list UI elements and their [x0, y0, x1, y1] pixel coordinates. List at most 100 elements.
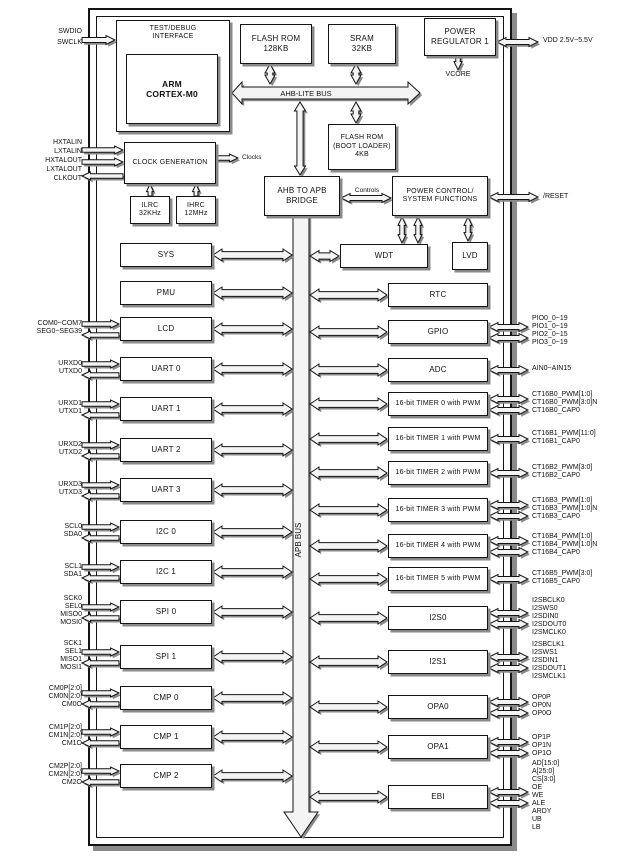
pin-label: SCK1 — [63, 640, 82, 647]
pin-label: URXD2 — [58, 441, 82, 448]
clocks-label: Clocks — [242, 154, 262, 161]
pin-arrow-16-bit-timer-1-with-pwm — [487, 433, 531, 446]
sram-ahb-connector — [350, 62, 364, 87]
peripheral-box-spi-1-label: SPI 1 — [155, 652, 177, 662]
pin-label: CT16B1_PWM[11:0] — [532, 430, 596, 437]
swd-pin-labels: SWDIO SWCLK — [2, 26, 82, 48]
ahb-apb-bridge-label: AHB TO APB BRIDGE — [277, 186, 327, 205]
pin-label: CM2O — [61, 779, 82, 786]
pin-label: UTXD0 — [59, 368, 82, 375]
pin-label: MOSI0 — [60, 619, 82, 626]
peripheral-box-16-bit-timer-4-with-pwm: 16-bit TIMER 4 with PWM — [388, 534, 488, 558]
peripheral-box-16-bit-timer-5-with-pwm-label: 16-bit TIMER 5 with PWM — [395, 574, 481, 582]
peripheral-box-16-bit-timer-3-with-pwm-label: 16-bit TIMER 3 with PWM — [395, 505, 481, 513]
clock-pin-labels: HXTALIN LXTALIN HXTALOUT LXTALOUT CLKOUT — [2, 138, 82, 183]
apb-connector-uart-0 — [212, 362, 295, 378]
apb-connector-16-bit-timer-4-with-pwm — [309, 539, 390, 555]
peripheral-box-rtc-label: RTC — [429, 290, 447, 300]
peripheral-box-cmp-1: CMP 1 — [120, 725, 212, 749]
xtal-pin-arrow-1 — [81, 145, 126, 157]
pin-label: MOSI1 — [60, 664, 82, 671]
pin-label: LB — [532, 824, 541, 831]
peripheral-box-16-bit-timer-1-with-pwm-label: 16-bit TIMER 1 with PWM — [395, 434, 481, 442]
adc-pin-labels: AIN0~AIN15 — [532, 365, 625, 373]
pin-label: I2SDOUT0 — [532, 621, 567, 628]
pin-arrow-in-cmp-1 — [81, 727, 122, 739]
peripheral-box-adc-label: ADC — [429, 365, 447, 375]
peripheral-box-ebi-label: EBI — [431, 792, 445, 802]
pin-arrow-in-spi-0 — [81, 602, 122, 614]
pin-label: SDA1 — [63, 571, 82, 578]
apb-connector-uart-2 — [212, 443, 295, 459]
pin-arrow-1-opa0 — [487, 696, 531, 709]
swd-pin-arrow — [81, 34, 118, 47]
vdd-pin-arrow — [495, 36, 541, 49]
pin-arrow-2-16-bit-timer-4-with-pwm — [487, 546, 531, 559]
peripheral-box-uart-3: UART 3 — [120, 478, 212, 502]
pin-arrow-out-lcd — [80, 330, 122, 342]
pin-label: I2SMCLK1 — [532, 673, 566, 680]
peripheral-box-16-bit-timer-1-with-pwm: 16-bit TIMER 1 with PWM — [388, 427, 488, 451]
16-bit-timer-5-with-pwm-pin-labels: CT16B5_PWM[3:0]CT16B5_CAP0 — [532, 570, 625, 586]
pin-arrow-2-gpio — [487, 332, 531, 345]
pin-label: SEG0~SEG39 — [36, 328, 82, 335]
peripheral-box-uart-2-label: UART 2 — [151, 445, 181, 455]
pin-label: CM0P[2:0] — [48, 685, 82, 692]
pin-label: SDA0 — [63, 531, 82, 538]
pin-label: I2SMCLK0 — [532, 629, 566, 636]
peripheral-box-opa0: OPA0 — [388, 695, 488, 719]
pin-label: SCK0 — [63, 595, 82, 602]
pin-label: CS[3:0] — [532, 776, 556, 783]
wdt-label: WDT — [374, 251, 394, 261]
peripheral-box-uart-3-label: UART 3 — [151, 485, 181, 495]
16-bit-timer-1-with-pwm-pin-labels: CT16B1_PWM[11:0]CT16B1_CAP0 — [532, 430, 625, 446]
pin-arrow-2-opa1 — [487, 747, 531, 760]
ahb-bridge-connector — [293, 101, 308, 178]
pin-label: CT16B0_CAP0 — [532, 407, 580, 414]
power-control-box: POWER CONTROL/ SYSTEM FUNCTIONS — [392, 176, 488, 216]
pin-label: OP1P — [532, 734, 551, 741]
pin-arrow-16-bit-timer-5-with-pwm — [487, 573, 531, 586]
pin-arrow-in-i2c-0 — [81, 522, 122, 534]
pin-label: OE — [532, 784, 543, 791]
apb-connector-adc — [309, 363, 390, 379]
pin-arrow-in-lcd — [81, 319, 122, 331]
pin-label: I2SDIN1 — [532, 657, 559, 664]
pin-arrow-1-i2s0 — [487, 607, 531, 620]
ihrc-label: IHRC 12MHz — [184, 201, 208, 217]
pin-label: OP0P — [532, 694, 551, 701]
peripheral-box-cmp-0: CMP 0 — [120, 686, 212, 710]
pin-arrow-2-ebi — [487, 797, 531, 810]
pin-arrow-1-i2s1 — [487, 651, 531, 664]
flash-ahb-connector — [264, 62, 278, 87]
pin-arrow-2-16-bit-timer-3-with-pwm — [487, 510, 531, 523]
pin-label: AIN0~AIN15 — [532, 365, 572, 372]
peripheral-box-pmu: PMU — [120, 281, 212, 305]
pin-label: OP0N — [532, 702, 552, 709]
peripheral-box-16-bit-timer-3-with-pwm: 16-bit TIMER 3 with PWM — [388, 498, 488, 522]
lvd-label: LVD — [462, 251, 478, 261]
pin-arrow-out-spi-0 — [80, 613, 122, 625]
apb-connector-spi-0 — [212, 605, 295, 621]
arm-cortex-m0-label: ARM CORTEX-M0 — [146, 78, 198, 99]
apb-connector-cmp-2 — [212, 769, 295, 785]
apb-connector-rtc — [309, 288, 390, 304]
pin-arrow-16-bit-timer-2-with-pwm — [487, 467, 531, 480]
pin-arrow-out-uart-1 — [80, 410, 122, 422]
pin-arrow-1-16-bit-timer-3-with-pwm — [487, 499, 531, 512]
peripheral-box-16-bit-timer-0-with-pwm-label: 16-bit TIMER 0 with PWM — [395, 399, 481, 407]
pin-label: URXD3 — [58, 481, 82, 488]
apb-connector-cmp-0 — [212, 691, 295, 707]
peripheral-box-uart-0: UART 0 — [120, 357, 212, 381]
apb-connector-uart-3 — [212, 483, 295, 499]
16-bit-timer-2-with-pwm-pin-labels: CT16B2_PWM[3:0]CT16B2_CAP0 — [532, 464, 625, 480]
peripheral-box-16-bit-timer-5-with-pwm: 16-bit TIMER 5 with PWM — [388, 567, 488, 591]
boot-flash-rom-box: FLASH ROM (BOOT LOADER) 4KB — [328, 124, 396, 170]
lvd-box: LVD — [452, 242, 488, 270]
pin-label-clkout: CLKOUT — [53, 175, 82, 182]
pin-arrow-in-spi-1 — [81, 647, 122, 659]
pin-label: CT16B1_CAP0 — [532, 438, 580, 445]
